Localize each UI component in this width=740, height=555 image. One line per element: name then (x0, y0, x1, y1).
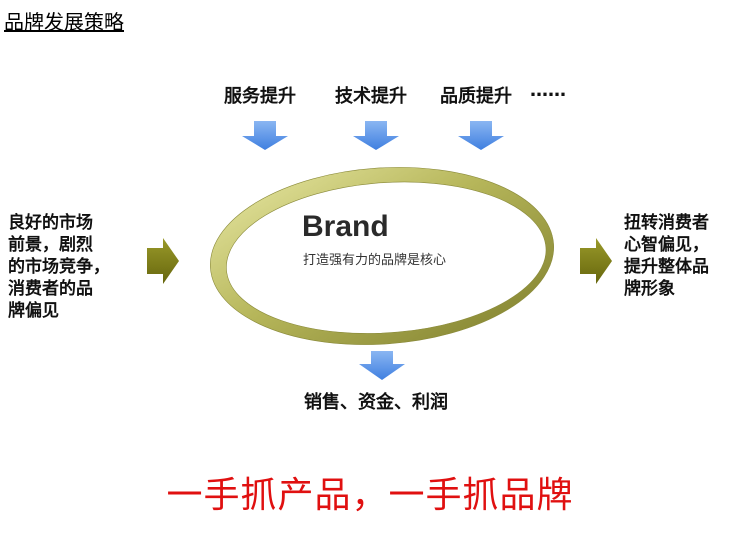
right-goal-line: 心智偏见， (624, 235, 709, 255)
driver-technology-improvement: 技术提升 (335, 86, 407, 107)
right-goal-line: 提升整体品 (624, 257, 709, 277)
right-goal-line: 扭转消费者 (624, 213, 709, 233)
arrow-down-icon (242, 121, 288, 150)
left-context-line: 的市场竞争， (8, 257, 110, 277)
right-goal-text: 扭转消费者 心智偏见， 提升整体品 牌形象 (624, 212, 736, 300)
driver-service-improvement: 服务提升 (224, 86, 296, 107)
arrow-down-icon (458, 121, 504, 150)
arrow-right-icon (147, 238, 179, 284)
arrow-down-icon (353, 121, 399, 150)
left-context-line: 消费者的品 (8, 279, 93, 299)
arrow-down-icon (359, 351, 405, 380)
driver-more-ellipsis: …… (530, 80, 566, 101)
brand-name: Brand (302, 210, 389, 243)
left-context-line: 牌偏见 (8, 301, 59, 321)
brand-ring (210, 167, 554, 345)
driver-quality-improvement: 品质提升 (440, 86, 512, 107)
left-context-text: 良好的市场 前景，剧烈 的市场竞争， 消费者的品 牌偏见 (8, 212, 148, 322)
outcome-text: 销售、资金、利润 (304, 392, 448, 413)
brand-subtitle: 打造强有力的品牌是核心 (303, 253, 447, 268)
right-goal-line: 牌形象 (624, 279, 675, 299)
page-title: 品牌发展策略 (4, 10, 124, 34)
arrow-right-icon (580, 238, 612, 284)
left-context-line: 前景，剧烈 (8, 235, 93, 255)
slogan: 一手抓产品，一手抓品牌 (166, 475, 574, 516)
left-context-line: 良好的市场 (8, 213, 93, 233)
